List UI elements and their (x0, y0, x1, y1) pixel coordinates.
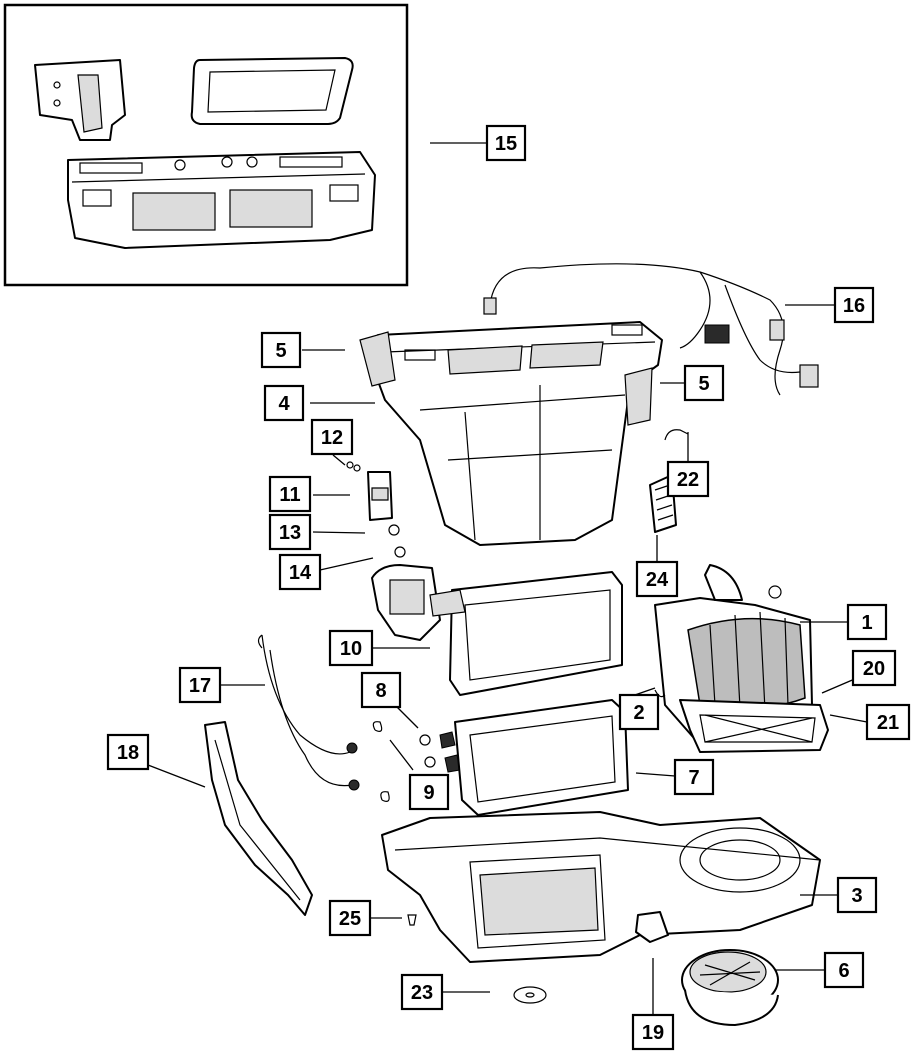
callout-12: 12 (310, 418, 354, 456)
callout-17: 17 (178, 666, 222, 704)
part-1-blower-section (654, 564, 829, 753)
part-18-duct (204, 721, 313, 916)
callout-21: 21 (865, 703, 911, 741)
callout-9: 9 (408, 773, 450, 811)
callout-label: 8 (375, 680, 386, 702)
callout-5-right: 5 (683, 364, 725, 402)
leader-lines (147, 142, 868, 1015)
callout-25: 25 (328, 899, 372, 937)
callout-24: 24 (635, 560, 679, 598)
part-17-hoses (257, 634, 360, 791)
callout-20: 20 (851, 649, 897, 687)
callout-label: 13 (279, 522, 301, 544)
callout-4: 4 (263, 384, 305, 422)
parts-19-23-25 (407, 911, 669, 1004)
callout-8: 8 (360, 671, 402, 709)
callout-14: 14 (278, 553, 322, 591)
callout-16: 16 (833, 286, 875, 324)
callout-10: 10 (328, 629, 374, 667)
callout-label: 7 (688, 767, 699, 789)
parts-11-14-small (346, 461, 406, 558)
callout-label: 9 (423, 782, 434, 804)
callout-19: 19 (631, 1013, 675, 1051)
callout-label: 24 (646, 569, 669, 591)
callout-label: 21 (877, 712, 899, 734)
callout-label: 16 (843, 295, 865, 317)
part-7-evaporator (454, 699, 629, 816)
callout-label: 6 (838, 960, 849, 982)
callout-label: 5 (275, 340, 286, 362)
inset-frame (3, 3, 409, 287)
part-15-duct-pieces (34, 57, 376, 249)
callout-label: 5 (698, 373, 709, 395)
callout-22: 22 (666, 460, 710, 498)
callout-label: 19 (642, 1022, 664, 1044)
callout-label: 14 (289, 562, 312, 584)
callout-label: 2 (633, 702, 644, 724)
callout-18: 18 (106, 733, 150, 771)
callout-2: 2 (618, 693, 660, 731)
callout-15: 15 (485, 124, 527, 162)
callout-label: 17 (189, 675, 211, 697)
callout-label: 4 (278, 393, 290, 415)
callout-1: 1 (846, 603, 888, 641)
part-16-wiring-harness (483, 263, 819, 396)
callout-5-upper: 5 (260, 331, 302, 369)
callout-3: 3 (836, 876, 878, 914)
callout-label: 11 (279, 484, 300, 506)
callout-11: 11 (268, 475, 312, 513)
part-3-lower-housing (381, 811, 821, 963)
callout-label: 1 (861, 612, 872, 634)
callout-label: 23 (411, 982, 433, 1004)
callout-label: 15 (495, 133, 517, 155)
callout-23: 23 (400, 973, 444, 1011)
callout-label: 25 (339, 908, 361, 930)
callout-label: 18 (117, 742, 139, 764)
callout-label: 22 (677, 469, 699, 491)
part-10-heater-core (371, 564, 623, 696)
callout-label: 12 (321, 427, 343, 449)
callout-label: 3 (851, 885, 862, 907)
callouts: 15 16 5 5 4 12 11 13 (106, 124, 911, 1051)
part-6-blower-motor (681, 949, 779, 1026)
part-2 (654, 689, 666, 698)
callout-label: 20 (863, 658, 885, 680)
part-4-upper-housing (359, 321, 663, 546)
callout-13: 13 (268, 513, 312, 551)
callout-label: 10 (340, 638, 362, 660)
callout-7: 7 (673, 758, 715, 796)
parts-8-9-seals (372, 721, 461, 802)
callout-6: 6 (823, 951, 865, 989)
